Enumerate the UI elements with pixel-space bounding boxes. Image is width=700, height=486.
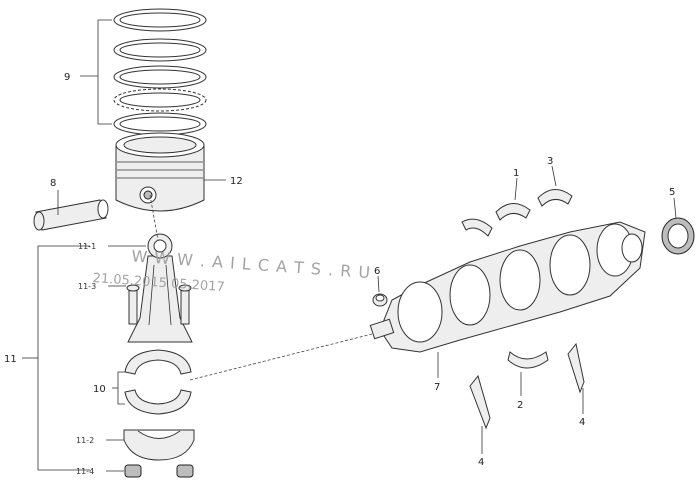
callout-11-3: 11-3	[78, 282, 96, 291]
callout-1: 1	[513, 168, 519, 179]
pilot-bushing	[372, 293, 388, 307]
piston-pin	[33, 199, 109, 231]
callout-2: 2	[517, 400, 523, 411]
thrust-washers	[469, 342, 585, 430]
callout-11-4: 11-4	[76, 467, 94, 476]
callout-12: 12	[230, 176, 243, 187]
callout-10: 10	[93, 384, 106, 395]
callout-11-1: 11-1	[78, 242, 96, 251]
alignment-lines	[149, 194, 373, 381]
rod-nuts	[124, 464, 194, 478]
crankshaft	[369, 221, 646, 353]
leader-lines	[22, 19, 677, 472]
oil-seal	[661, 217, 695, 255]
piston	[115, 132, 205, 212]
callout-3: 3	[547, 156, 553, 167]
callout-11: 11	[4, 354, 17, 365]
callout-7: 7	[434, 382, 440, 393]
callout-9: 9	[64, 72, 70, 83]
connecting-rod	[127, 233, 193, 343]
callout-4a: 4	[478, 457, 484, 468]
callout-6: 6	[374, 266, 380, 277]
callout-11-2: 11-2	[76, 436, 94, 445]
main-bearing-shells	[461, 189, 573, 369]
watermark: W W W . A I L C A T S . R U 21.05.2015 0…	[92, 246, 372, 295]
rod-bolts	[126, 284, 192, 325]
rod-bearing-shells	[124, 349, 192, 415]
callout-8: 8	[50, 178, 56, 189]
callout-5: 5	[669, 187, 675, 198]
piston-rings	[113, 8, 207, 136]
callouts: 9 12 8 11 11-1 11-3 10 11-2 11-4 1 3 5 6…	[4, 72, 675, 476]
callout-4b: 4	[579, 417, 585, 428]
rod-cap	[123, 429, 195, 461]
